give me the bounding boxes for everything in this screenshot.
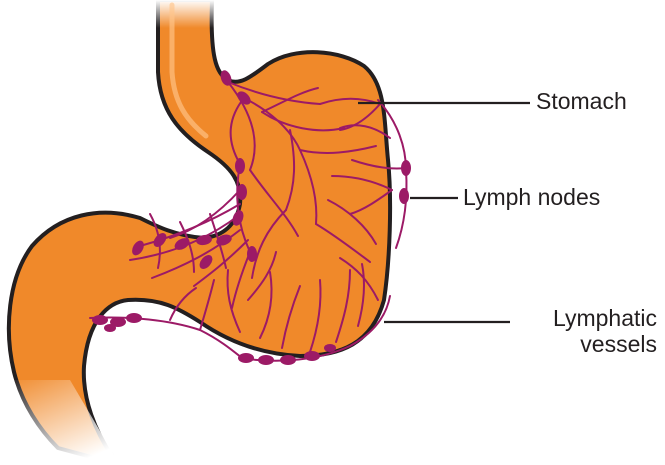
- esophagus-fade: [150, 0, 220, 28]
- label-stomach: Stomach: [536, 88, 627, 114]
- label-lymph-nodes: Lymph nodes: [463, 184, 600, 210]
- label-lymphatic-vessels: Lymphatic vessels: [553, 305, 657, 358]
- label-lymphatic-vessels-line2: vessels: [553, 331, 657, 357]
- label-lymphatic-vessels-line1: Lymphatic: [553, 305, 657, 331]
- duodenum-fade: [0, 380, 120, 465]
- stomach-organ: [0, 0, 390, 465]
